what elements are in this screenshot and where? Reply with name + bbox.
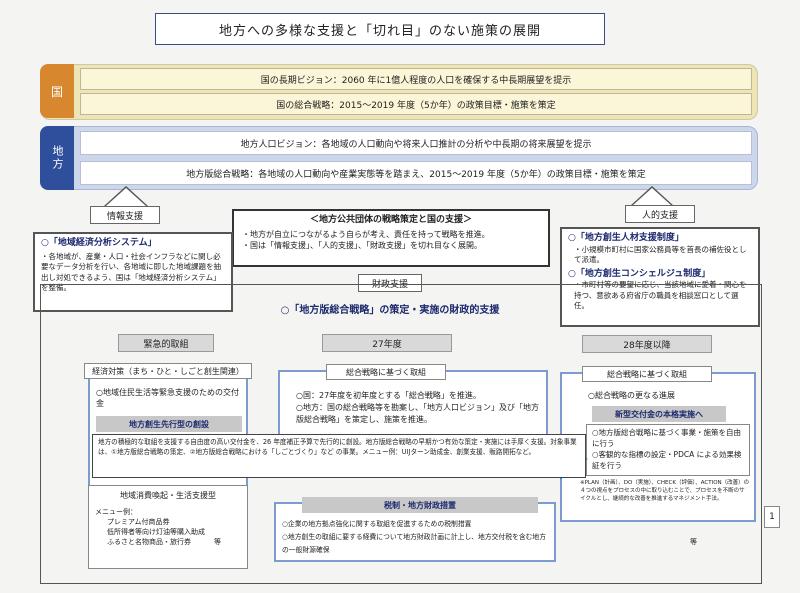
- menu-etc: 等: [214, 538, 221, 547]
- finance-frame: [40, 284, 762, 584]
- chihou-label: 地方: [40, 126, 74, 190]
- chihou-strategy: 地方版総合戦略：各地域の人口動向や産業実態等を踏まえ、2015～2019 年度（…: [80, 161, 752, 185]
- menu-item-3: ふるさと名物商品・旅行券: [107, 538, 191, 547]
- pdca-note: ※PLAN（計画）、DO（実施）、CHECK（評価）、ACTION（改善）の４つ…: [580, 480, 750, 502]
- fy27-line-1: ○国：27年度を初年度とする「総合戦略」を推進。: [296, 391, 481, 400]
- menu-label: メニュー例：: [95, 508, 137, 516]
- column-fy28: 28年度以降: [582, 335, 712, 353]
- human-support-title-2: ○「地方創生コンシェルジュ制度」: [568, 268, 711, 279]
- kuni-label: 国: [40, 64, 74, 118]
- kuni-vision: 国の長期ビジョン：2060 年に1億人程度の人口を確保する中長期展望を提示: [80, 68, 752, 90]
- info-support-tag: 情報支援: [90, 206, 160, 224]
- fy28-tag: 総合戦略に基づく取組: [582, 366, 712, 382]
- tax-bar: 税制・地方財政措置: [302, 497, 538, 513]
- tax-line-1: ○企業の地方拠点強化に関する取組を促進するための税制措置: [282, 520, 472, 528]
- fy27-line-2: ○地方：国の総合戦略等を勘案し、「地方人口ビジョン」及び「地方版総合戦略」を策定…: [296, 403, 539, 424]
- strategy-support-line-2: ・国は「情報支援」、「人的支援」、「財政支援」を切れ目なく展開。: [242, 240, 482, 250]
- fy28-progress: ○総合戦略の更なる進展: [588, 391, 675, 400]
- page-title: 地方への多様な支援と「切れ目」のない施策の展開: [155, 13, 605, 45]
- urgent-tag: 経済対策（まち・ひと・しごと創生関連）: [84, 363, 252, 379]
- arrow-up-human-fill: [632, 188, 672, 206]
- strategy-support-title: ＜地方公共団体の戦略策定と国の支援＞: [309, 215, 472, 225]
- info-system-text: ・各地域が、産業・人口・社会インフラなどに関し必要なデータ分析を行い、各地域に即…: [41, 251, 221, 293]
- fy28-item-1: ○地方版総合戦略に基づく事業・施策を自由に行う: [592, 428, 742, 448]
- kuni-strategy: 国の総合戦略：2015～2019 年度（5か年）の政策目標・施策を策定: [80, 93, 752, 115]
- strategy-support-line-1: ・地方が自立につながるよう自らが考え、責任を持って戦略を推進。: [242, 229, 490, 239]
- tax-text: ○企業の地方拠点強化に関する取組を促進するための税制措置 ○地方創生の取組に要す…: [282, 518, 552, 557]
- column-fy27: 27年度: [322, 334, 452, 352]
- fy27-tag: 総合戦略に基づく取組: [326, 364, 446, 380]
- fy27-text: ○国：27年度を初年度とする「総合戦略」を推進。 ○地方：国の総合戦略等を勘案し…: [296, 390, 540, 426]
- chihou-vision: 地方人口ビジョン：各地域の人口動向や将来人口推計の分析や中長期の将来展望を提示: [80, 131, 752, 155]
- strategy-support-box: ＜地方公共団体の戦略策定と国の支援＞ ・地方が自立につながるよう自らが考え、責任…: [232, 209, 550, 267]
- tax-etc: 等: [690, 538, 697, 546]
- overlay-description: 地方の積極的な取組を支援する自由度の高い交付金を、26 年度補正予算で先行的に創…: [92, 434, 586, 478]
- info-system-box: ○「地域経済分析システム」 ・各地域が、産業・人口・社会インフラなどに関し必要な…: [33, 232, 233, 312]
- urgent-item-1: ○地域住民生活等緊急支援のための交付金: [96, 388, 239, 409]
- arrow-up-info-fill: [106, 188, 146, 206]
- column-urgent: 緊急的取組: [118, 334, 214, 352]
- consume-title: 地域消費喚起・生活支援型: [120, 491, 216, 500]
- page-number: 1: [764, 506, 780, 528]
- human-support-box: ○「地方創生人材支援制度」 ・小規模市町村に国家公務員等を首長の補佐役として派遣…: [560, 227, 760, 327]
- fy28-items-box: ○地方版総合戦略に基づく事業・施策を自由に行う ○客観的な指標の設定・PDCA …: [586, 424, 750, 476]
- urgent-bar: 地方創生先行型の創設: [96, 416, 242, 432]
- human-support-text-1: ・小規模市町村に国家公務員等を首長の補佐役として派遣。: [574, 244, 747, 265]
- consume-box: 地域消費喚起・生活支援型 メニュー例： プレミアム付商品券 低所得者等向け灯油等…: [88, 485, 248, 569]
- human-support-tag: 人的支援: [625, 205, 695, 223]
- info-system-title: ○「地域経済分析システム」: [41, 238, 157, 248]
- menu-item-1: プレミアム付商品券: [107, 518, 170, 527]
- menu-item-2: 低所得者等向け灯油等購入助成: [107, 528, 205, 537]
- fy28-item-2: ○客観的な指標の設定・PDCA による効果検証を行う: [592, 449, 742, 470]
- fy28-bar: 新型交付金の本格実施へ: [592, 406, 726, 422]
- human-support-title-1: ○「地方創生人材支援制度」: [568, 233, 684, 243]
- tax-line-2: ○地方創生の取組に要する経費について地方財政計画に計上し、地方交付税を含む地方の…: [282, 532, 547, 554]
- finance-title: ○「地方版総合戦略」の策定・実施の財政的支援: [280, 304, 500, 316]
